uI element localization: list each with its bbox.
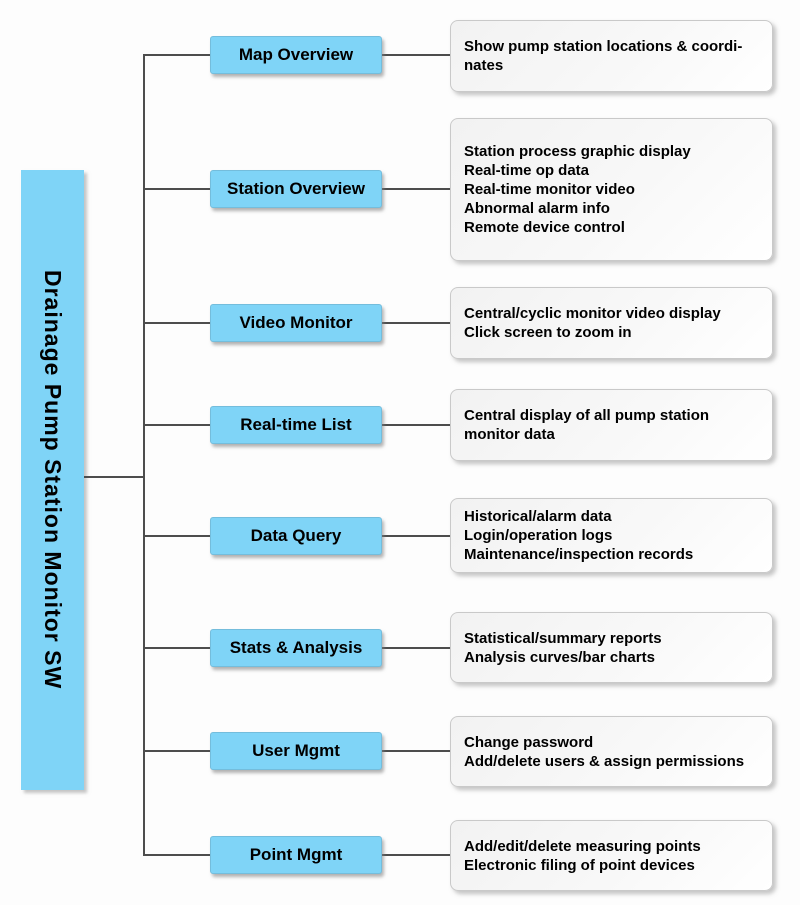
detail-link-line [382, 54, 450, 56]
detail-text: Electronic filing of point devices [464, 856, 695, 874]
detail-text: monitor data [464, 426, 555, 443]
detail-text: Station process graphic display [464, 143, 691, 160]
detail-text: Central/cyclic monitor video display [464, 305, 721, 322]
detail-link-line [382, 854, 450, 856]
detail-link-line [382, 424, 450, 426]
branch-label: Station Overview [227, 179, 365, 198]
branch-stub-line [145, 647, 210, 649]
branch-node-video-monitor: Video Monitor [210, 304, 382, 342]
detail-text: Login/operation logs [464, 527, 613, 544]
branch-node-map-overview: Map Overview [210, 36, 382, 74]
branch-stub-line [145, 424, 210, 426]
detail-box-data-query: Historical/alarm data Login/operation lo… [450, 498, 773, 573]
branch-stub-line [145, 322, 210, 324]
branch-node-real-time-list: Real-time List [210, 406, 382, 444]
detail-link-line [382, 322, 450, 324]
trunk-line [143, 54, 145, 856]
branch-stub-line [145, 188, 210, 190]
detail-text: Maintenance/inspection records [464, 546, 694, 563]
detail-text: Click screen to zoom in [464, 324, 632, 341]
detail-text: Show pump station locations & coordi- [464, 38, 743, 55]
detail-link-line [382, 188, 450, 190]
detail-box-video-monitor: Central/cyclic monitor video display Cli… [450, 287, 773, 359]
root-node-label: Drainage Pump Station Monitor SW [40, 270, 66, 690]
detail-text: Central display of all pump station [464, 407, 710, 424]
detail-box-map-overview: Show pump station locations & coordi- na… [450, 20, 773, 92]
root-node: Drainage Pump Station Monitor SW [21, 170, 84, 790]
detail-text: Statistical/summary reports [464, 629, 662, 647]
root-connector-line [84, 476, 144, 478]
detail-box-stats-analysis: Statistical/summary reports Analysis cur… [450, 612, 773, 683]
detail-text: Abnormal alarm info [464, 200, 610, 217]
detail-box-real-time-list: Central display of all pump station moni… [450, 389, 773, 461]
detail-link-line [382, 647, 450, 649]
branch-stub-line [145, 750, 210, 752]
branch-stub-line [145, 854, 210, 856]
branch-label: User Mgmt [252, 741, 340, 760]
detail-text: Add/delete users & assign permissions [464, 752, 745, 770]
detail-text: Add/edit/delete measuring points [464, 837, 701, 855]
detail-text: Historical/alarm data [464, 508, 612, 525]
branch-node-point-mgmt: Point Mgmt [210, 836, 382, 874]
branch-node-user-mgmt: User Mgmt [210, 732, 382, 770]
detail-link-line [382, 535, 450, 537]
detail-text: Analysis curves/bar charts [464, 648, 655, 666]
detail-text: Real-time monitor video [464, 181, 635, 198]
branch-node-data-query: Data Query [210, 517, 382, 555]
detail-text: Remote device control [464, 219, 625, 236]
branch-label: Real-time List [240, 415, 352, 434]
branch-label: Data Query [250, 526, 342, 545]
branch-node-stats-analysis: Stats & Analysis [210, 629, 382, 667]
branch-label: Video Monitor [239, 313, 353, 332]
detail-text: nates [464, 57, 504, 74]
branch-label: Point Mgmt [249, 845, 343, 864]
detail-box-user-mgmt: Change password Add/delete users & assig… [450, 716, 773, 787]
branch-label: Map Overview [238, 45, 354, 64]
branch-label: Stats & Analysis [229, 638, 363, 657]
detail-text: Change password [464, 733, 594, 751]
detail-box-station-overview: Station process graphic display Real-tim… [450, 118, 773, 261]
detail-text: Real-time op data [464, 162, 590, 179]
branch-node-station-overview: Station Overview [210, 170, 382, 208]
branch-stub-line [145, 535, 210, 537]
branch-stub-line [145, 54, 210, 56]
detail-link-line [382, 750, 450, 752]
detail-box-point-mgmt: Add/edit/delete measuring points Electro… [450, 820, 773, 891]
